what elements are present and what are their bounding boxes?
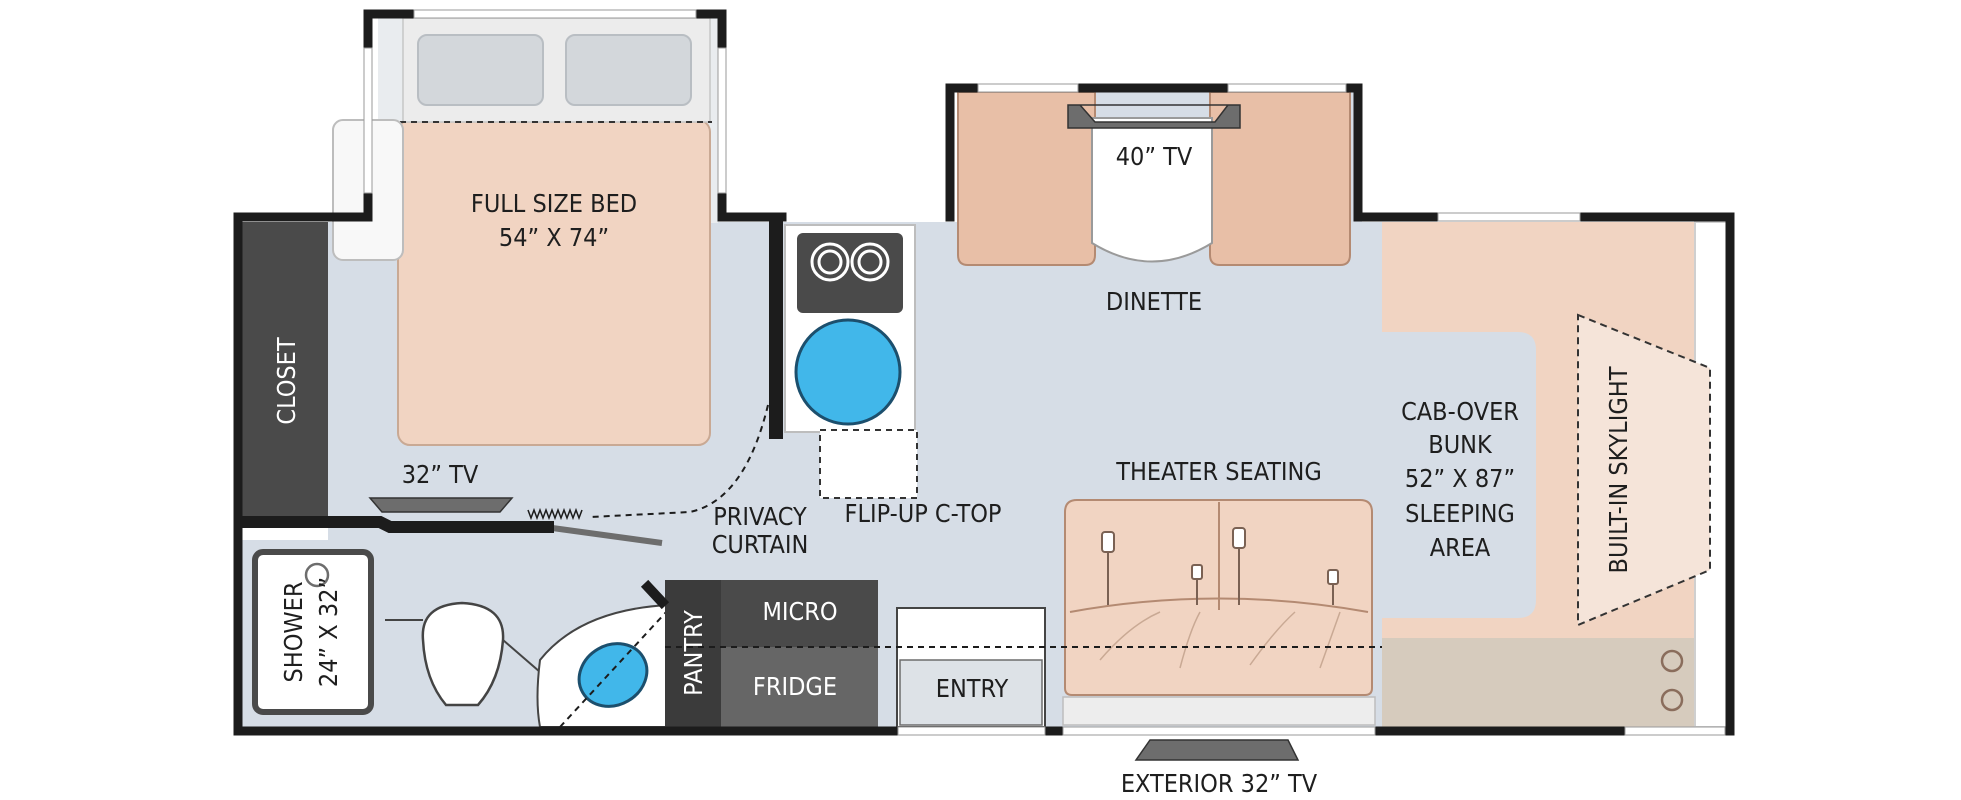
bed-label-line1: FULL SIZE BED xyxy=(471,189,637,218)
cabover-line3: 52” X 87” xyxy=(1405,464,1515,493)
seatbelt-icon xyxy=(1101,527,1339,605)
dinette xyxy=(957,91,1351,266)
kitchen xyxy=(784,224,918,499)
shower-drain-icon xyxy=(304,562,330,588)
privacy-curtain-line1: PRIVACY xyxy=(713,502,807,531)
cabover-line2: BUNK xyxy=(1428,430,1493,459)
cabover-line5: AREA xyxy=(1430,533,1491,562)
fridge-label: FRIDGE xyxy=(753,672,837,701)
pillow-left xyxy=(417,34,544,106)
shower-line1: SHOWER xyxy=(279,582,308,683)
flip-up-countertop xyxy=(819,429,918,499)
closet xyxy=(242,222,328,517)
bathroom xyxy=(242,524,669,728)
theater-label: THEATER SEATING xyxy=(1115,457,1322,486)
door-swing xyxy=(544,524,663,546)
round-sink-icon xyxy=(794,318,902,426)
pantry-fridge-block xyxy=(665,580,1382,728)
stove-burners-icon xyxy=(797,233,903,313)
toilet-icon xyxy=(385,601,541,707)
labels: FULL SIZE BED 54” X 74” CLOSET 32” TV PR… xyxy=(272,142,1633,798)
bed xyxy=(332,17,712,446)
theater-seating xyxy=(1062,499,1376,726)
tv-exterior-icon xyxy=(1134,739,1300,761)
dinette-label: DINETTE xyxy=(1106,287,1202,316)
privacy-curtain-line2: CURTAIN xyxy=(712,530,809,559)
skylight-outline xyxy=(1577,313,1711,627)
tv-dinette-icon xyxy=(1067,104,1241,129)
skylight-label: BUILT-IN SKYLIGHT xyxy=(1604,366,1633,573)
tv-bedroom-icon xyxy=(368,497,514,513)
tv-dinette-label: 40” TV xyxy=(1116,142,1193,171)
cabover-line4: SLEEPING xyxy=(1405,499,1515,528)
shower-line2: 24” X 32” xyxy=(314,577,343,687)
cabover-bunk xyxy=(1382,221,1733,728)
pillow-right xyxy=(565,34,692,106)
oval-sink-icon xyxy=(536,603,669,728)
privacy-curtain xyxy=(527,404,769,521)
outlet-icon xyxy=(1660,649,1684,712)
cabover-line1: CAB-OVER xyxy=(1401,397,1519,426)
windows xyxy=(363,9,1726,736)
closet-label: CLOSET xyxy=(272,337,301,425)
flip-up-label: FLIP-UP C-TOP xyxy=(845,499,1002,528)
micro-label: MICRO xyxy=(762,597,837,626)
exterior-tv-label: EXTERIOR 32” TV xyxy=(1121,769,1318,798)
tv-bedroom-label: 32” TV xyxy=(402,460,479,489)
bed-label-line2: 54” X 74” xyxy=(499,223,609,252)
entry-label: ENTRY xyxy=(936,674,1009,703)
pantry-label: PANTRY xyxy=(679,610,708,696)
exterior-seat-strip xyxy=(1062,696,1376,726)
